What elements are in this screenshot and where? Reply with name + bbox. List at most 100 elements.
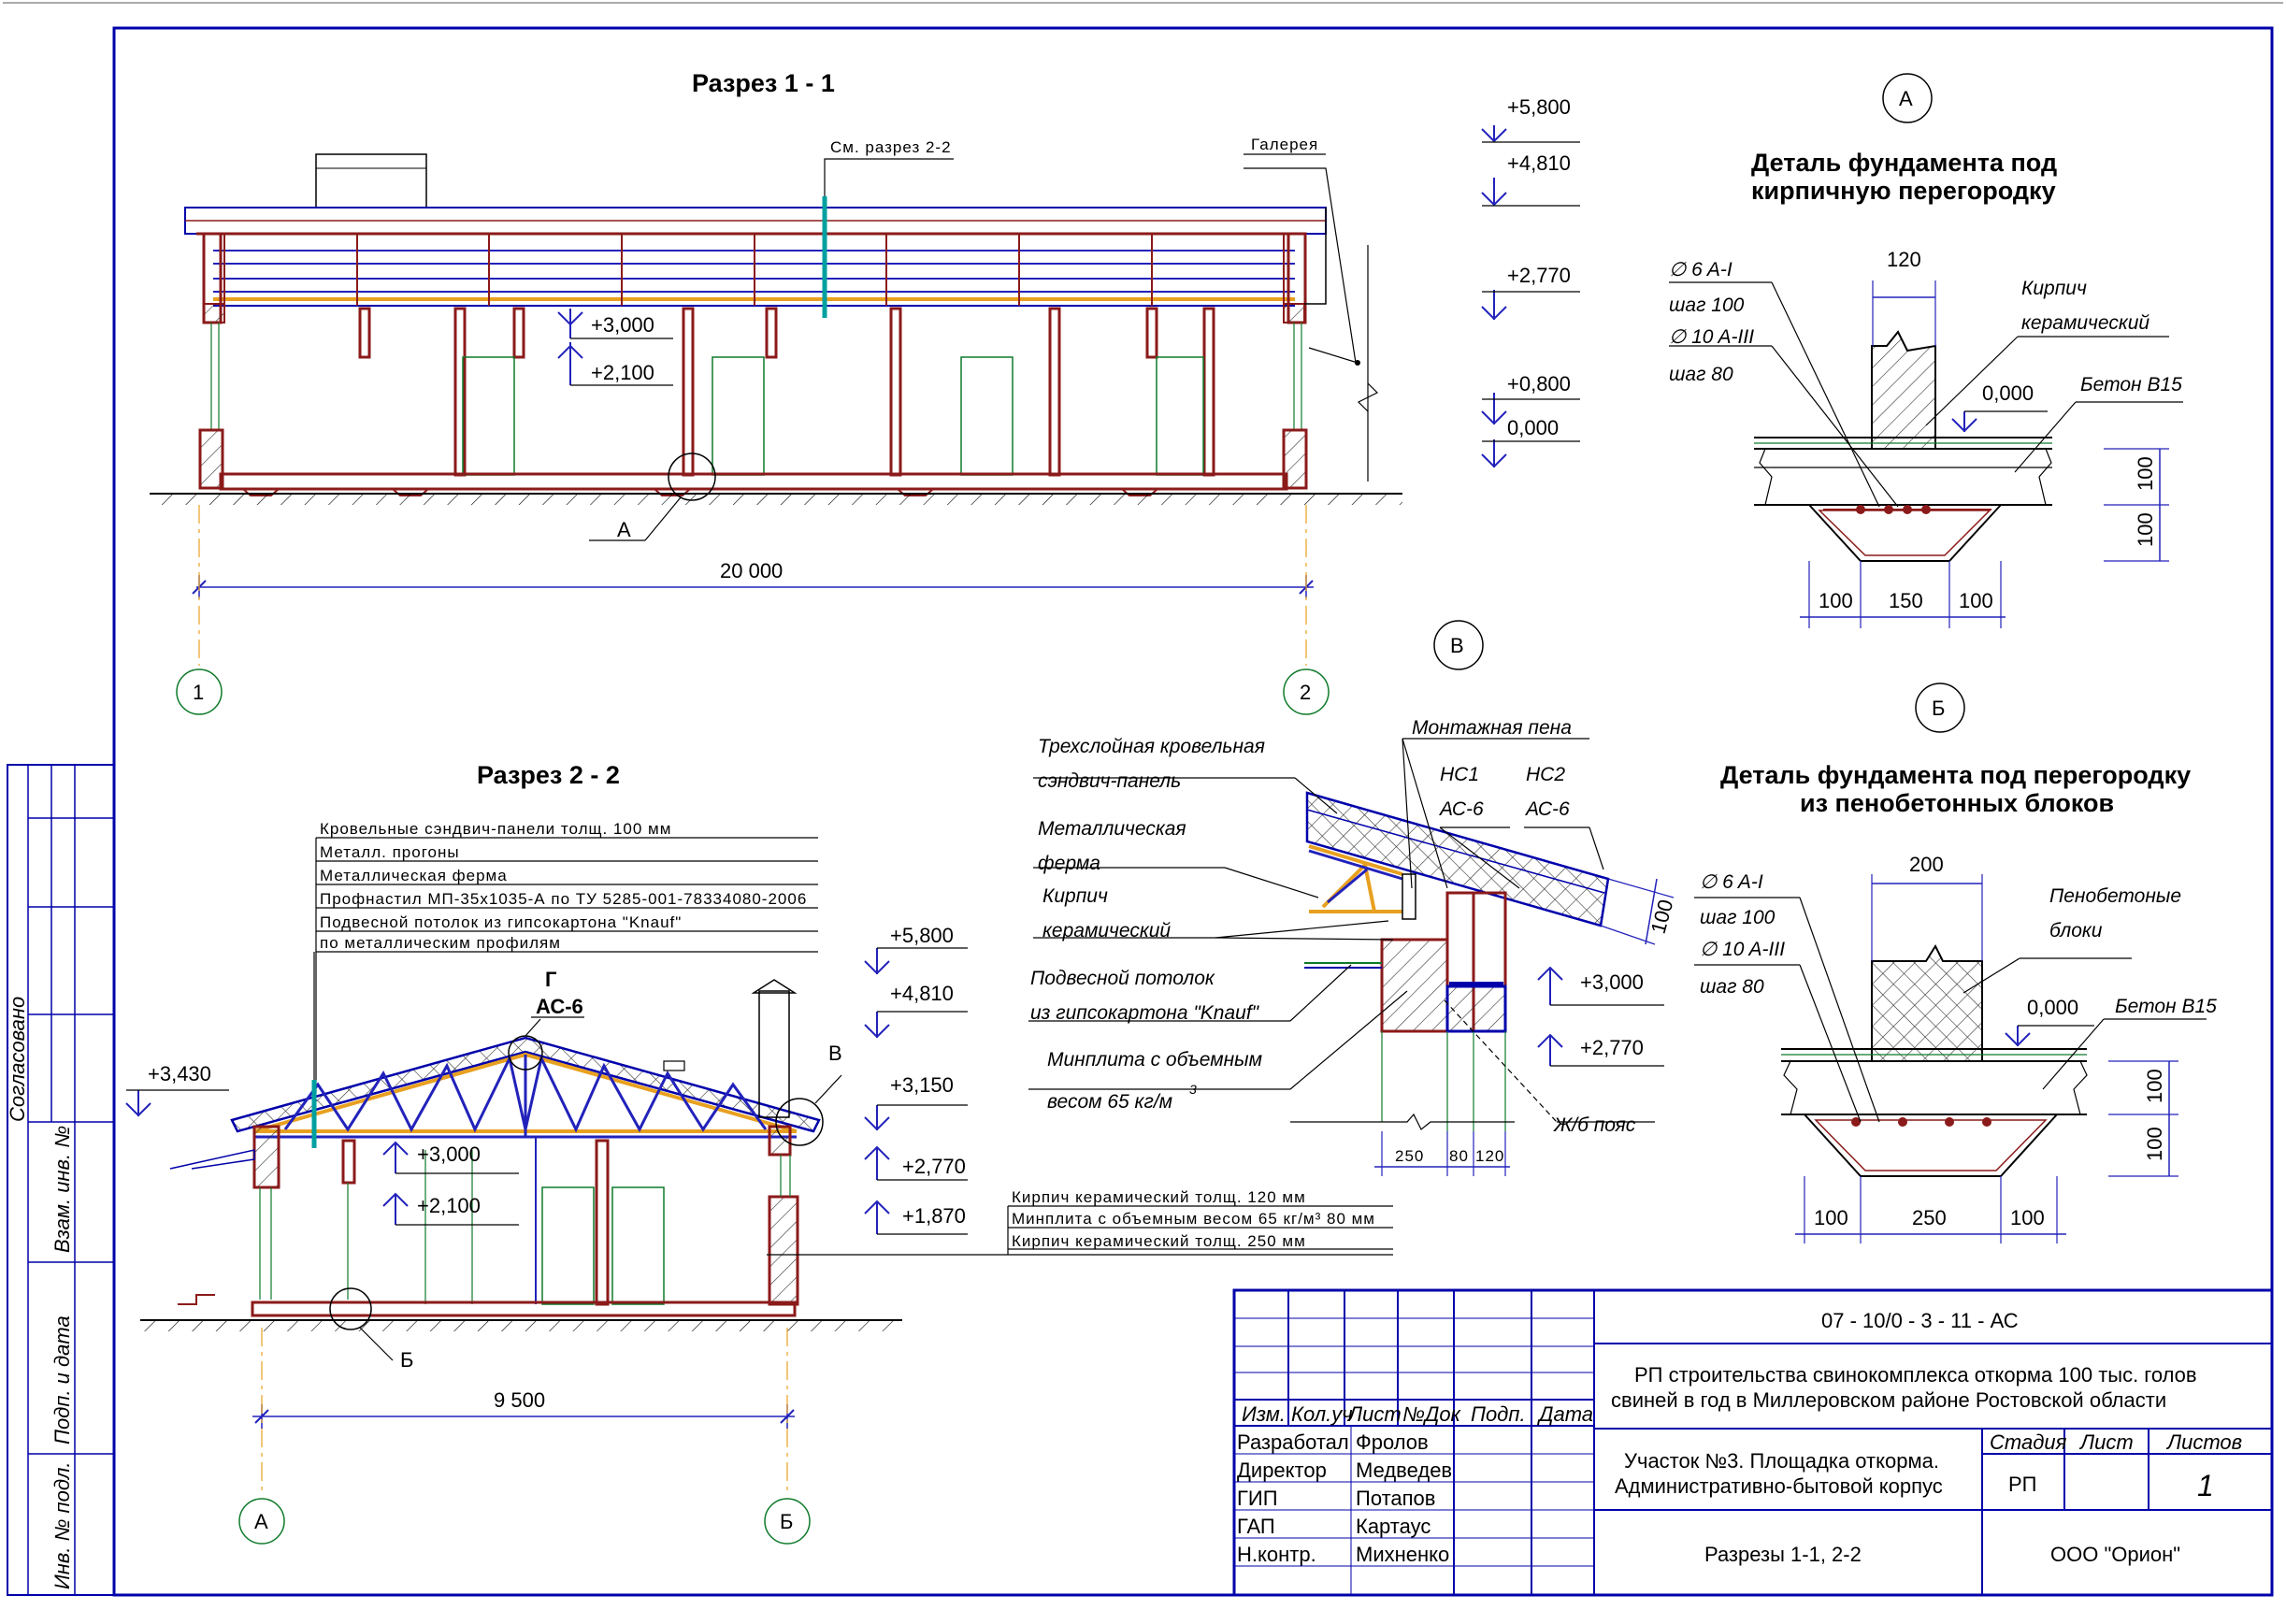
s2-level-3150: +3,150 [890,1073,954,1097]
detail-a-marker: А [1899,87,1913,110]
detail-b-step1: шаг 100 [1700,907,1776,928]
s2-wall-layer-2: Минплита с объемным весом 65 кг/м³ 80 мм [1012,1210,1375,1228]
level-5800: +5,800 [1507,95,1571,119]
detail-v-marker: В [1450,634,1464,657]
detail-v-label-2: сэндвич-панель [1038,770,1181,792]
s1-mark-3000: +3,000 [591,313,654,337]
level-0000: 0,000 [1507,416,1559,439]
tb-name-2: Медведев [1356,1459,1452,1482]
s2-node-v: В [828,1042,842,1065]
detail-a-bdim3: 100 [1959,589,1993,612]
detail-v-ac2: АС-6 [1524,798,1570,820]
tb-h-data: Дата [1536,1402,1593,1426]
s2-level-2770: +2,770 [902,1155,966,1178]
s2-mark-3000: +3,000 [417,1143,481,1166]
s2-wall-layer-3: Кирпич керамический толщ. 250 мм [1012,1232,1306,1250]
see-section-label: См. разрез 2-2 [830,138,952,156]
s2-level-5800: +5,800 [890,924,954,947]
s2-layer-6: по металлическим профилям [320,934,561,952]
detail-b-marker: Б [1932,697,1945,720]
tb-drawing-name: Разрезы 1-1, 2-2 [1704,1543,1862,1566]
tb-name-5: Михненко [1356,1543,1449,1566]
detail-a-bdim2: 150 [1889,589,1923,612]
s2-layer-3: Металлическая ферма [320,867,508,884]
detail-b-vdim1: 100 [2143,1069,2166,1103]
stamp-inv-orig: Инв. № подл. [50,1461,74,1589]
tb-h-izm: Изм. [1242,1402,1286,1426]
detail-v-label-5: Кирпич [1042,885,1108,907]
detail-v-level-2770: +2,770 [1580,1036,1644,1059]
detail-v-label-10: весом 65 кг/м [1047,1091,1172,1113]
s2-node-g-ref: АС-6 [536,995,583,1018]
detail-v-label-3: Металлическая [1038,818,1186,840]
detail-v-foam: Монтажная пена [1412,717,1572,739]
section-1-1: Разрез 1 - 1 [150,69,1580,715]
s2-mark-2100: +2,100 [417,1194,481,1217]
tb-project-1: РП строительства свинокомплекса откорма … [1634,1363,2197,1387]
detail-v-bdim3: 120 [1475,1147,1504,1165]
detail-v-hc1: НС1 [1440,764,1479,785]
detail-a-step1: шаг 100 [1669,295,1745,316]
tb-object-1: Участок №3. Площадка откорма. [1624,1449,1939,1473]
tb-stage-header: Стадия [1990,1430,2067,1454]
detail-v-label-4: ферма [1038,853,1100,874]
detail-v-bdim2: 80 [1449,1147,1469,1165]
s2-layer-4: Профнастил МП-35х1035-А по ТУ 5285-001-7… [320,890,807,908]
detail-v-hc2: НС2 [1526,764,1565,785]
detail-a-mat1-2: керамический [2021,312,2149,334]
detail-v-label-1: Трехслойная кровельная [1038,736,1265,757]
s2-wall-layer-1: Кирпич керамический толщ. 120 мм [1012,1188,1306,1206]
tb-object-2: Административно-бытовой корпус [1615,1474,1943,1498]
s2-layer-1: Кровельные сэндвич-панели толщ. 100 мм [320,820,671,838]
section-2-title: Разрез 2 - 2 [477,761,620,789]
axis-b: Б [780,1510,793,1533]
detail-v-label-7: Подвесной потолок [1030,968,1215,989]
detail-a-title-1: Деталь фундамента под [1751,149,2057,177]
detail-v-superscript: 3 [1189,1082,1197,1097]
tb-name-1: Фролов [1356,1430,1429,1454]
level-2770: +2,770 [1507,264,1571,287]
detail-v-level-3000: +3,000 [1580,970,1644,994]
tb-role-5: Н.контр. [1237,1543,1316,1566]
tb-sheets-header: Листов [2165,1430,2242,1454]
detail-a-rebar2: ∅ 10 A-III [1669,326,1754,348]
detail-b-top-dim: 200 [1909,853,1944,876]
tb-stage: РП [2008,1473,2037,1496]
detail-b-bdim2: 250 [1912,1206,1947,1229]
tb-h-kol: Кол.уч [1291,1402,1353,1426]
detail-b-step2: шаг 80 [1700,976,1764,998]
level-0800: +0,800 [1507,372,1571,395]
node-a-label: А [617,518,631,541]
detail-b-bdim1: 100 [1814,1206,1848,1229]
detail-v-label-9: Минплита с объемным [1047,1049,1262,1071]
detail-b-mat2: Бетон В15 [2115,996,2217,1017]
detail-b-title-1: Деталь фундамента под перегородку [1720,761,2191,789]
s2-layer-2: Металл. прогоны [320,843,460,861]
node-a-circle [668,453,716,501]
section-2-2: Разрез 2 - 2 Кровельные сэндвич-панели т… [125,761,1393,1545]
s2-left-level: +3,430 [148,1062,211,1085]
detail-v-belt: Ж/б пояс [1553,1114,1636,1136]
detail-b-vdim2: 100 [2143,1127,2166,1161]
axis-1: 1 [193,681,204,704]
detail-v-bdim1: 250 [1395,1147,1424,1165]
s2-node-g: Г [545,968,557,991]
detail-a-mat2: Бетон В15 [2080,374,2182,395]
tb-role-2: Директор [1237,1459,1327,1482]
detail-a-step2: шаг 80 [1669,364,1733,385]
tb-project-2: свиней в год в Миллеровском районе Росто… [1611,1388,2166,1412]
gallery-label: Галерея [1251,136,1318,153]
detail-b-bdim3: 100 [2010,1206,2045,1229]
s1-dimension: 20 000 [720,559,783,582]
tb-sheets: 1 [2197,1469,2214,1502]
stamp-replace-inv: Взам. инв. № [50,1126,74,1253]
detail-b-mat1-2: блоки [2049,920,2103,941]
detail-a: А Деталь фундамента под кирпичную перего… [1669,73,2183,628]
axis-a: А [254,1510,268,1533]
tb-role-3: ГИП [1237,1487,1278,1510]
axis-2: 2 [1300,681,1311,704]
tb-role-4: ГАП [1237,1515,1275,1538]
tb-sheet-header: Лист [2078,1430,2134,1454]
tb-company: ООО "Орион" [2050,1543,2180,1566]
